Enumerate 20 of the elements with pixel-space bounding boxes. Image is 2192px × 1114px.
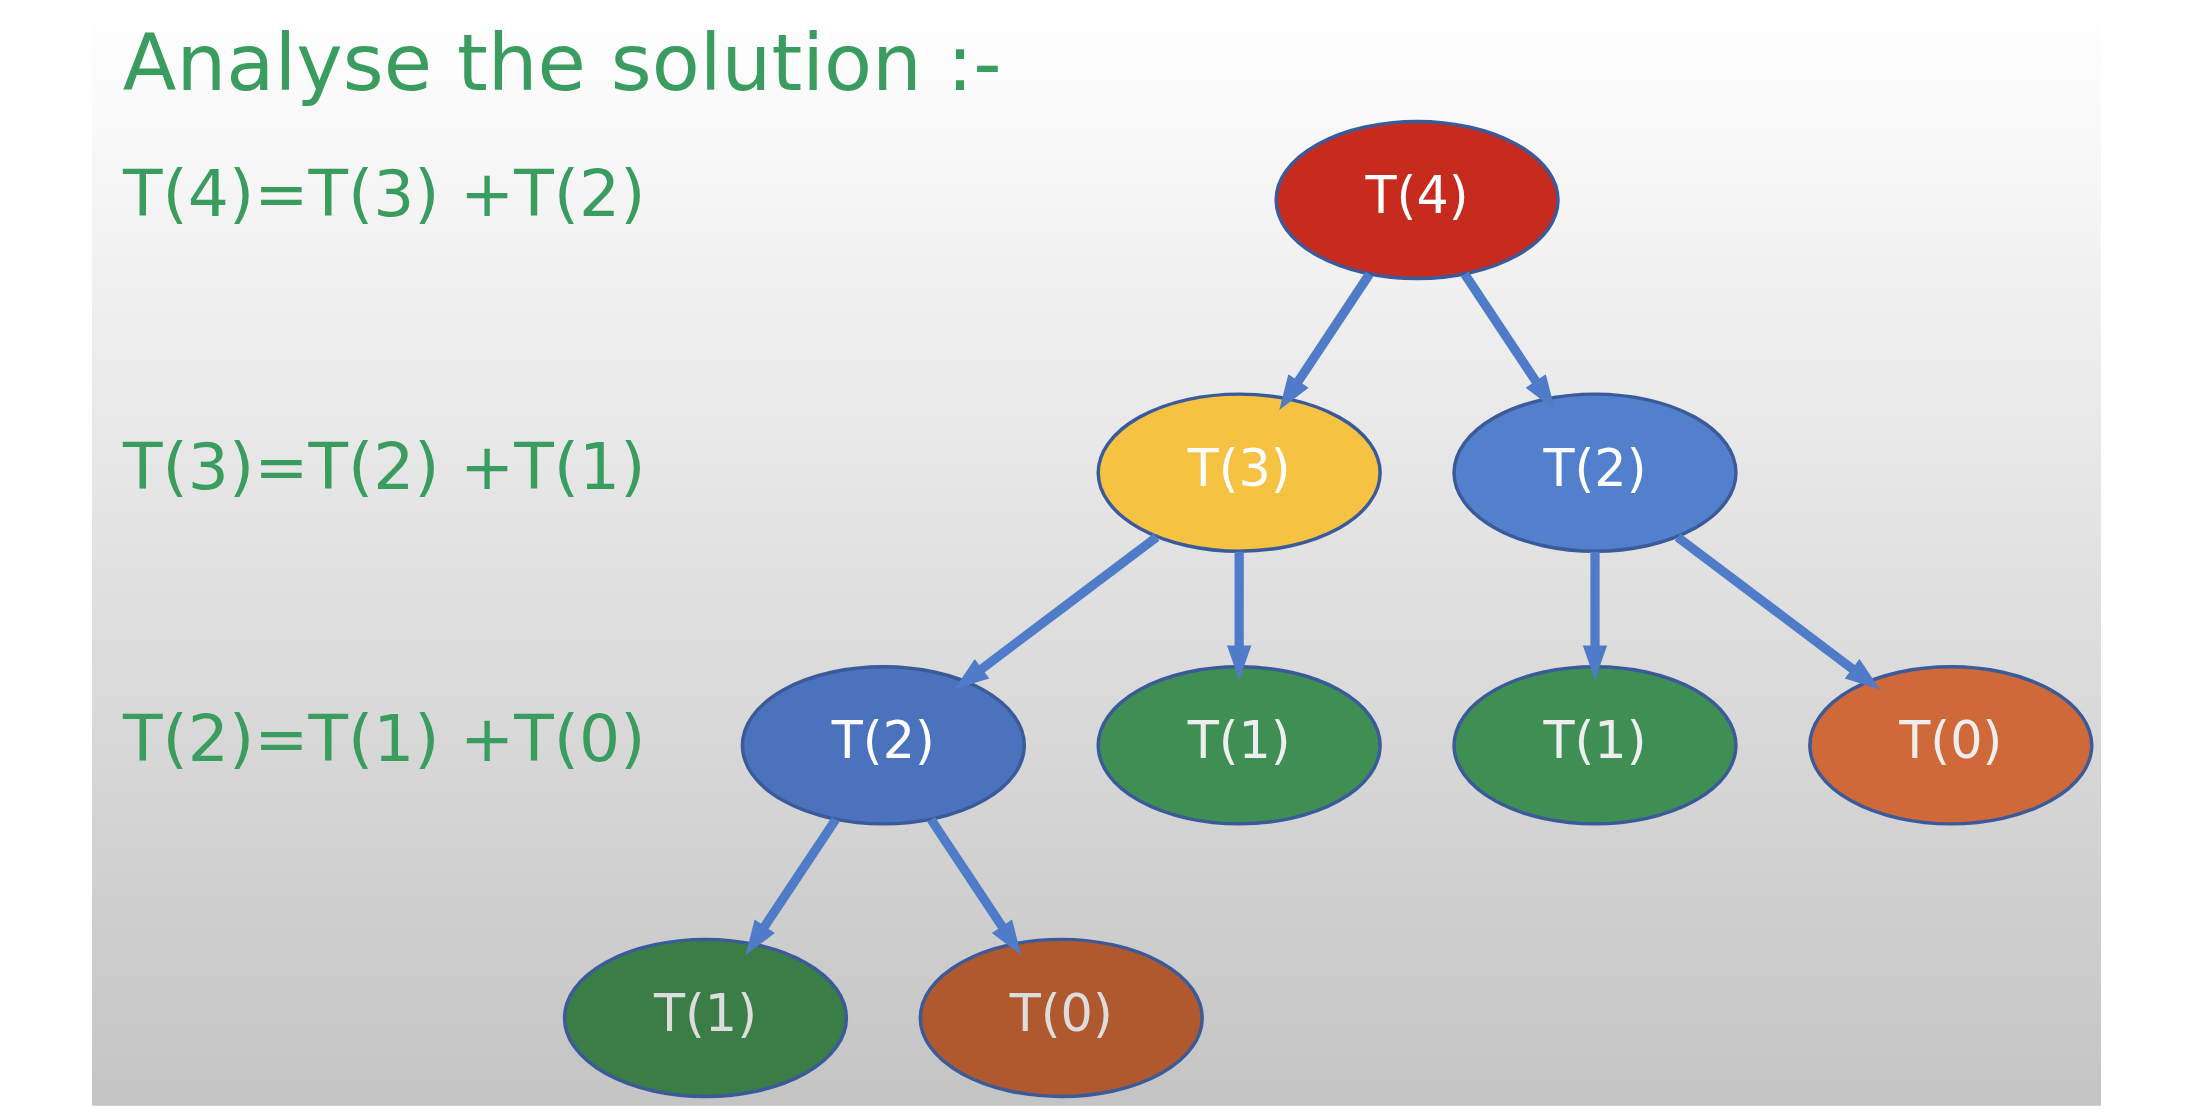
label: T(3)=T(2) +T(1) [122,428,645,504]
node-ellipse: T(3) [1096,392,1382,553]
arrow [1674,533,1880,690]
diagram-title: Analyse the solution :- [122,16,1002,109]
arrow [1278,271,1373,410]
label: T(4)=T(3) +T(2) [122,155,645,231]
node-ellipse: T(0) [1807,665,2093,826]
node-ellipse: T(2) [1451,392,1738,553]
node-ellipse: T(1) [1451,665,1738,826]
node-ellipse: T(2) [740,665,1026,826]
node-ellipse: T(0) [918,937,1204,1099]
arrow [953,533,1159,690]
node-ellipse: T(1) [562,937,848,1099]
arrow [1582,551,1607,681]
label: T(2)=T(1) +T(0) [122,701,645,777]
arrow [1226,551,1251,681]
arrow [926,816,1021,956]
arrow [745,816,840,956]
node-ellipse: T(1) [1096,665,1382,826]
node-ellipse: T(4) [1273,119,1560,281]
